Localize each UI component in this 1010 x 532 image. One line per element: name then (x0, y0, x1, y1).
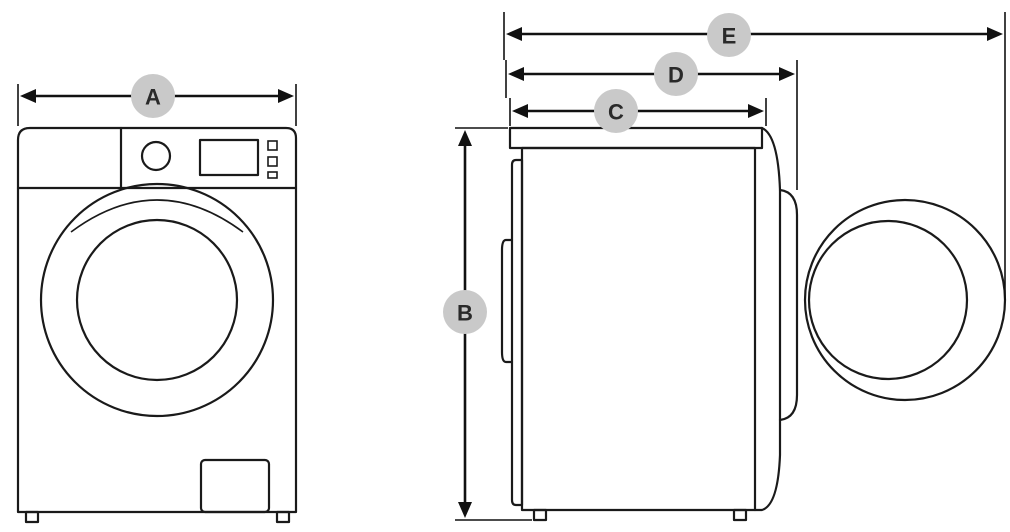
dimension-b-label: B (457, 301, 473, 326)
dimension-e-arrow-right (987, 27, 1003, 41)
side-open-door-glass (807, 219, 969, 381)
dimension-b: B (443, 127, 532, 521)
dimension-a-label: A (145, 85, 161, 110)
side-rear-bulge (500, 238, 514, 364)
dimension-d-badge (654, 52, 698, 96)
dimension-a: A (17, 74, 297, 126)
front-door-top-arc (70, 199, 244, 233)
side-view (500, 126, 1007, 522)
dimension-b-arrow-top (458, 130, 472, 146)
dimension-c: C (509, 89, 767, 133)
side-body (520, 146, 757, 512)
dimension-e-arrow-left (506, 27, 522, 41)
front-view (16, 126, 298, 524)
dimension-a-arrow-right (278, 89, 294, 103)
front-door-glass (75, 218, 239, 382)
side-door-hinge (778, 188, 799, 422)
front-filter-cover (199, 458, 271, 514)
dimension-b-arrow-bottom (458, 502, 472, 518)
dimension-c-label: C (608, 100, 624, 125)
dimension-c-arrow-left (512, 104, 528, 118)
dimension-a-badge (131, 74, 175, 118)
dimension-d: D (505, 52, 798, 190)
side-front-panel (753, 126, 782, 512)
side-foot-rear (532, 508, 548, 522)
dimension-b-badge (443, 290, 487, 334)
dimension-e-label: E (722, 24, 737, 49)
dimension-d-arrow-left (508, 67, 524, 81)
front-display (198, 138, 260, 177)
front-program-knob (140, 140, 172, 172)
side-rear-panel (510, 158, 524, 507)
front-button-2 (267, 156, 278, 167)
dimension-e: E (503, 12, 1006, 300)
front-button-3 (267, 171, 278, 179)
dimension-e-badge (707, 13, 751, 57)
dimension-d-label: D (668, 63, 684, 88)
dimension-a-arrow-left (20, 89, 36, 103)
dimension-c-badge (594, 89, 638, 133)
dimension-d-arrow-right (779, 67, 795, 81)
side-top-lid (508, 126, 764, 150)
front-foot-left (24, 510, 40, 524)
front-button-1 (267, 140, 278, 151)
dimension-c-arrow-right (748, 104, 764, 118)
side-foot-front (732, 508, 748, 522)
side-open-door-outer (803, 198, 1007, 402)
front-cabinet (16, 126, 298, 514)
front-door-outer (39, 182, 275, 418)
front-foot-right (275, 510, 291, 524)
